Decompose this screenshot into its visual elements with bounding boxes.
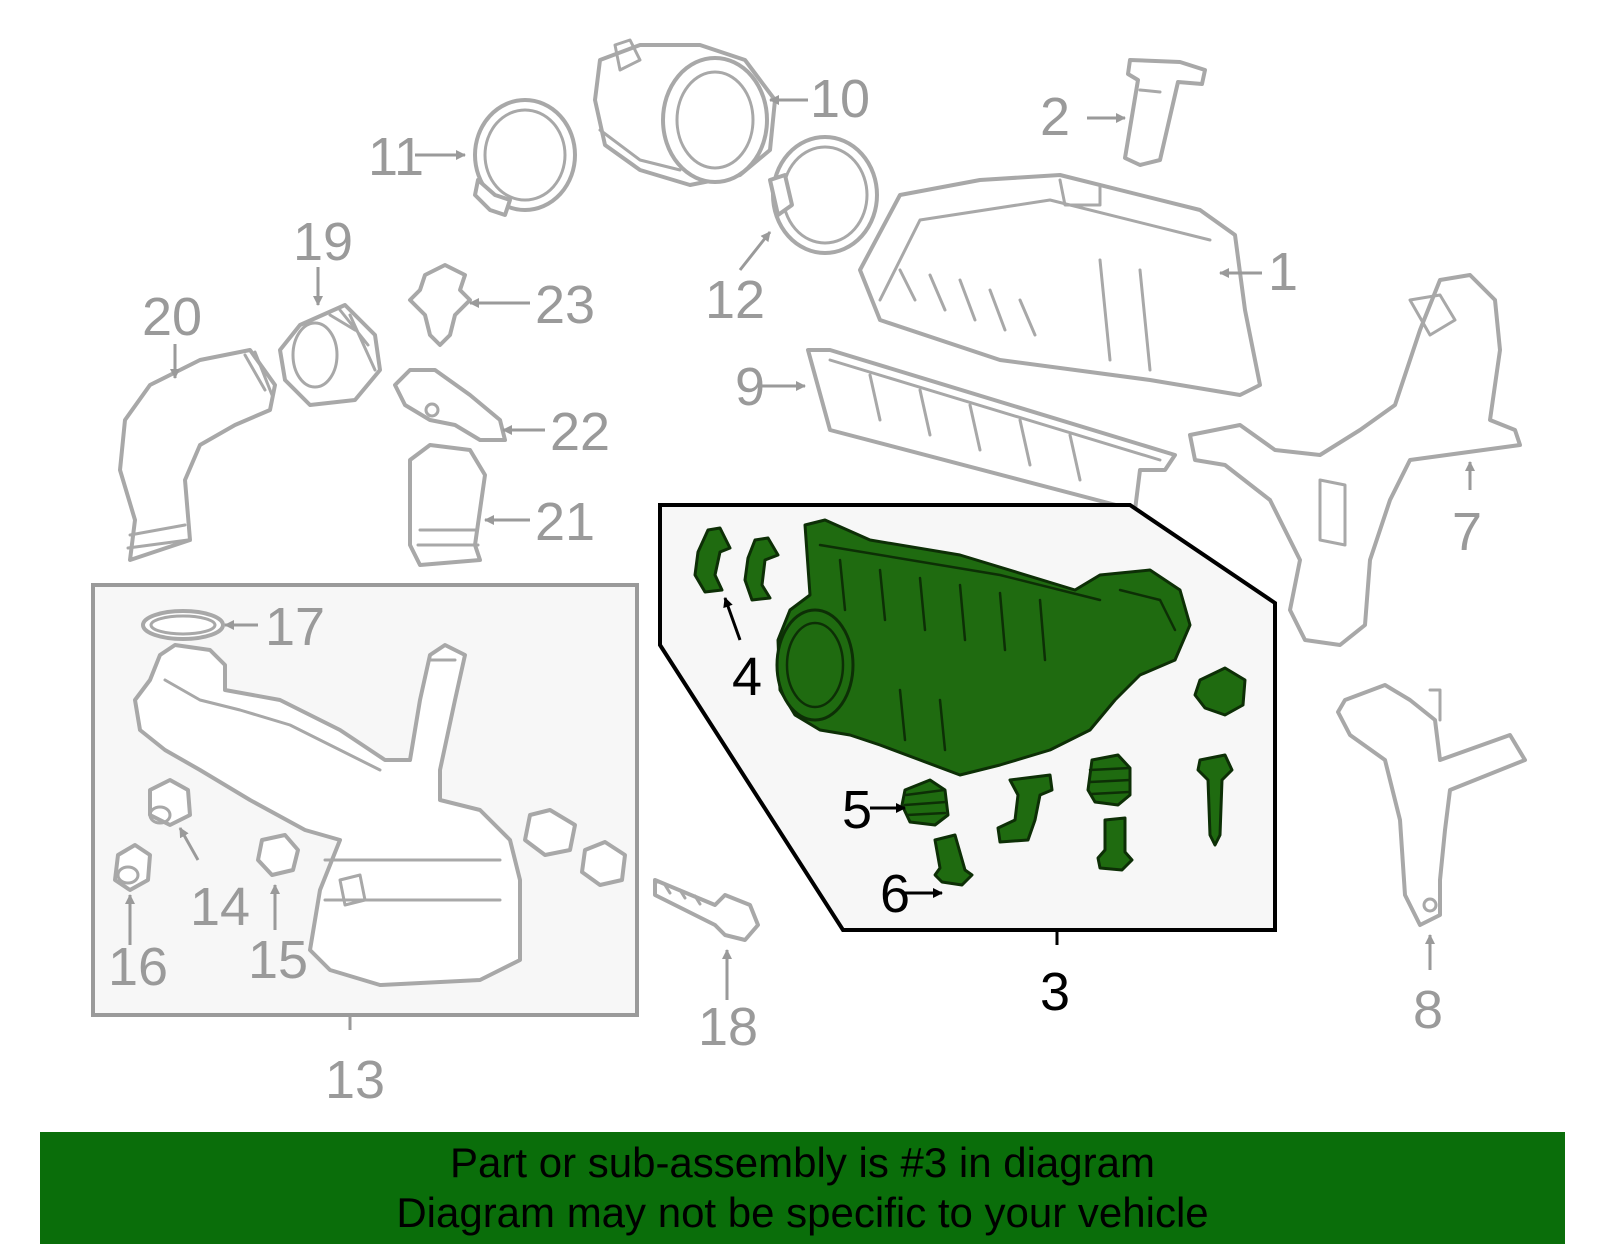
part-17-oring — [141, 609, 225, 641]
part-3-nut — [1193, 666, 1247, 717]
callout-2: 2 — [1040, 87, 1070, 147]
callout-18: 18 — [698, 997, 758, 1057]
part-12-clamp — [768, 135, 879, 255]
part-20-intake-tube — [118, 348, 277, 562]
part-3-lower-airbox — [775, 518, 1192, 777]
part-14-grommet — [148, 778, 192, 827]
callout-14: 14 — [190, 877, 250, 937]
part-10-elbow — [593, 38, 777, 187]
part-2-sensor — [1123, 58, 1207, 167]
part-13-resonator — [133, 643, 522, 987]
part-6-collar — [933, 833, 974, 887]
mount-pieces — [523, 808, 627, 887]
part-3-bolt — [1196, 753, 1234, 847]
callout-10: 10 — [810, 69, 870, 129]
callout-12: 12 — [705, 270, 765, 330]
callout-13: 13 — [325, 1050, 385, 1110]
part-21-duct — [408, 443, 487, 567]
callout-4: 4 — [732, 647, 762, 707]
part-8-bracket — [1336, 683, 1527, 927]
callout-8: 8 — [1413, 980, 1443, 1040]
callout-20: 20 — [142, 287, 202, 347]
callout-19: 19 — [293, 212, 353, 272]
callout-3: 3 — [1040, 962, 1070, 1022]
part-16-grommet — [113, 843, 152, 892]
callout-17: 17 — [265, 597, 325, 657]
part-4-clips — [693, 526, 780, 602]
part-9-filter — [806, 348, 1177, 512]
callout-15: 15 — [248, 930, 308, 990]
part-19-boot — [278, 303, 382, 407]
callout-7: 7 — [1452, 502, 1482, 562]
callout-5: 5 — [842, 780, 872, 840]
callout-1: 1 — [1268, 242, 1298, 302]
info-banner: Part or sub-assembly is #3 in diagram Di… — [40, 1132, 1565, 1244]
callout-6: 6 — [880, 864, 910, 924]
callout-23: 23 — [535, 275, 595, 335]
callout-22: 22 — [550, 402, 610, 462]
callout-21: 21 — [535, 492, 595, 552]
part-23-clip — [408, 263, 472, 347]
leader-lines — [125, 95, 1475, 1030]
part-18-bolt — [653, 878, 760, 942]
part-3-clip — [996, 773, 1054, 844]
banner-line-1: Part or sub-assembly is #3 in diagram — [450, 1139, 1155, 1186]
banner-line-2: Diagram may not be specific to your vehi… — [396, 1189, 1209, 1236]
part-22-bracket — [393, 368, 507, 442]
part-15-grommet — [256, 833, 300, 877]
callout-16: 16 — [108, 937, 168, 997]
part-1-upper-cover — [858, 173, 1262, 397]
part-3-grommet-collar — [1086, 753, 1134, 872]
part-11-clamp — [473, 98, 577, 217]
callout-9: 9 — [735, 357, 765, 417]
callout-11: 11 — [368, 127, 424, 187]
part-7-bracket — [1188, 273, 1522, 647]
